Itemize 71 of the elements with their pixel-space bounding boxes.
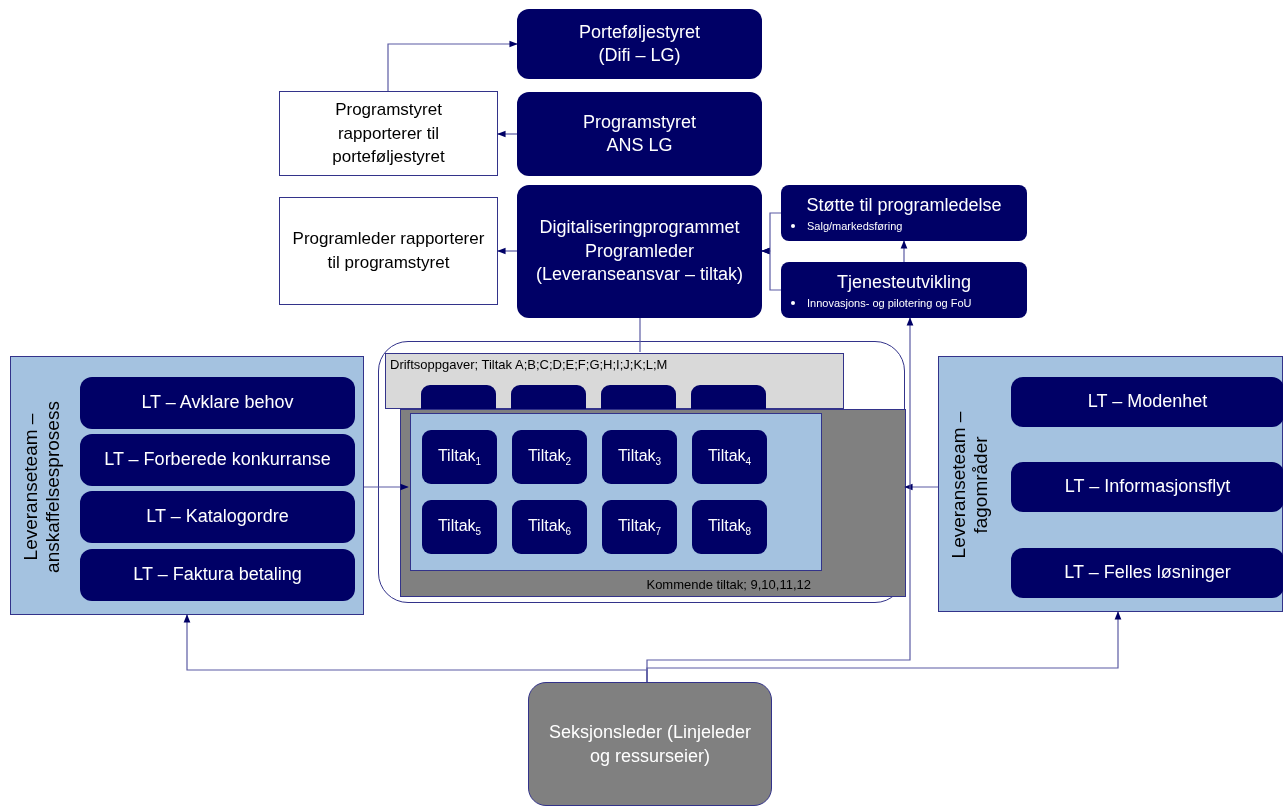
operations-panel bbox=[385, 353, 844, 409]
initiatives-panel bbox=[410, 413, 822, 571]
box-label: Tiltak$_{6}$ bbox=[527, 516, 572, 538]
arrow bbox=[497, 130, 518, 138]
box-label: LT – Modenhet bbox=[1087, 390, 1208, 414]
initiative-box bbox=[421, 385, 496, 410]
box-label: LT – Felles løsninger bbox=[1064, 561, 1231, 585]
arrow bbox=[900, 240, 908, 263]
arrow bbox=[904, 483, 939, 491]
team-label: Leveranseteam – anskaffelsesprosess bbox=[20, 399, 64, 575]
org-box bbox=[1011, 548, 1283, 598]
org-box bbox=[1011, 462, 1283, 512]
box-label: Tiltak$_{1}$ bbox=[437, 446, 482, 468]
box-label: Tiltak$_{5}$ bbox=[437, 516, 482, 538]
support-box bbox=[781, 262, 1027, 318]
group-frame bbox=[378, 341, 905, 603]
box-label: Digitaliseringprogrammet Programleder (Leveranseansvar – tiltak) bbox=[534, 216, 745, 287]
initiative-box bbox=[601, 385, 676, 410]
bullet-text: Innovasjons- og pilotering og FoU bbox=[807, 296, 972, 309]
arrow bbox=[387, 40, 518, 92]
org-box bbox=[517, 92, 762, 176]
arrow bbox=[761, 247, 782, 291]
box-label: Tiltak$_{2}$ bbox=[527, 446, 572, 468]
panel-label: Driftsoppgaver; Tiltak A;B;C;D;E;F;G;H;I;J;K;L;M bbox=[390, 357, 668, 372]
initiative-box bbox=[422, 500, 497, 554]
bullet-text: Salg/markedsføring bbox=[807, 219, 903, 232]
box-title: Tjenesteutvikling bbox=[836, 271, 972, 293]
box-label: Tiltak$_{4}$ bbox=[707, 446, 752, 468]
org-box bbox=[80, 549, 355, 601]
initiative-box bbox=[511, 385, 586, 410]
box-label: Tiltak$_{3}$ bbox=[617, 446, 662, 468]
initiative-box bbox=[512, 430, 587, 484]
arrow bbox=[497, 247, 518, 255]
box-label: LT – Informasjonsflyt bbox=[1064, 475, 1231, 499]
team-panel bbox=[10, 356, 364, 615]
org-box bbox=[80, 491, 355, 543]
org-box bbox=[1011, 377, 1283, 427]
box-label: Porteføljestyret (Difi – LG) bbox=[577, 20, 701, 67]
panel-label: Kommende tiltak; 9,10,11,12 bbox=[646, 577, 811, 592]
initiative-box bbox=[692, 430, 767, 484]
manager-box bbox=[528, 682, 772, 806]
initiative-box bbox=[512, 500, 587, 554]
arrow bbox=[363, 483, 409, 491]
box-label: Programstyret ANS LG bbox=[582, 110, 697, 157]
org-box bbox=[80, 434, 355, 486]
box-label: Programleder rapporterer til programstyret bbox=[291, 228, 486, 274]
arrow bbox=[646, 317, 914, 683]
box-label: LT – Faktura betaling bbox=[133, 563, 302, 587]
initiative-box bbox=[692, 500, 767, 554]
note-box bbox=[279, 91, 498, 176]
initiative-box bbox=[602, 430, 677, 484]
initiative-box bbox=[422, 430, 497, 484]
org-box bbox=[517, 185, 762, 318]
org-box bbox=[517, 9, 762, 79]
box-label: LT – Forberede konkurranse bbox=[104, 448, 331, 472]
org-box bbox=[80, 377, 355, 429]
initiative-box bbox=[691, 385, 766, 410]
support-box bbox=[781, 185, 1027, 241]
box-title: Støtte til programledelse bbox=[806, 194, 1002, 216]
connector-line bbox=[639, 317, 641, 353]
upcoming-panel bbox=[400, 409, 906, 597]
team-label: Leveranseteam – fagområder bbox=[948, 410, 992, 561]
box-label: LT – Katalogordre bbox=[146, 505, 289, 529]
initiative-box bbox=[602, 500, 677, 554]
box-label: Programstyret rapporterer til porteføljestyret bbox=[331, 98, 446, 169]
box-label: LT – Avklare behov bbox=[141, 391, 294, 415]
box-label: Seksjonsleder (Linjeleder og ressurseier) bbox=[547, 720, 753, 768]
note-box bbox=[279, 197, 498, 305]
box-label: Tiltak$_{7}$ bbox=[617, 516, 662, 538]
box-label: Tiltak$_{8}$ bbox=[707, 516, 752, 538]
team-panel bbox=[938, 356, 1283, 612]
